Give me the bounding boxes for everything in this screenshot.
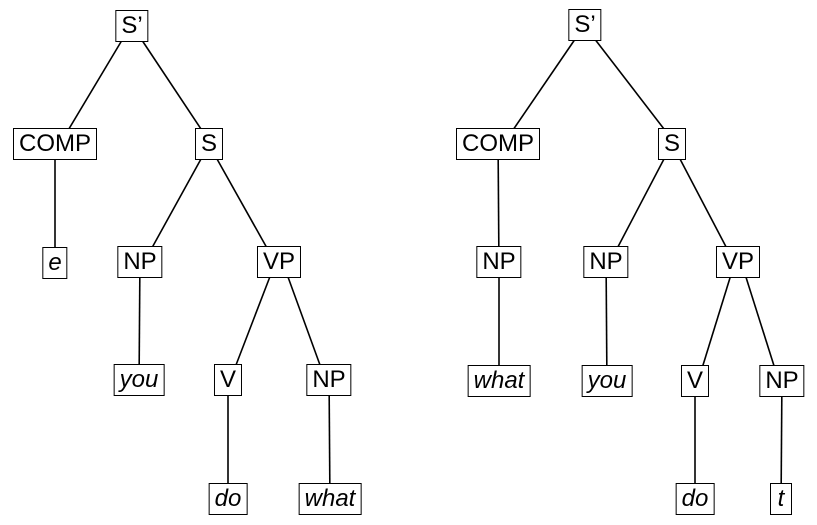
left-tree-node-np-obj: NP	[306, 364, 352, 396]
left-tree-edge-vp-v	[235, 276, 271, 366]
left-tree-node-np-subj: NP	[117, 246, 163, 278]
right-tree-node-np-subj: NP	[583, 246, 629, 278]
right-tree-node-np-comp: NP	[476, 246, 522, 278]
right-tree-node-comp: COMP	[456, 128, 540, 160]
left-tree-node-vp: VP	[256, 246, 302, 278]
left-tree-edge-s-bar-comp	[68, 40, 123, 130]
right-tree-node-s: S	[657, 128, 687, 160]
left-tree-node-v: V	[213, 364, 243, 396]
left-tree-node-do: do	[208, 483, 248, 515]
left-tree-node-you: you	[113, 364, 165, 396]
left-tree-edge-vp-np-obj	[287, 276, 321, 366]
right-tree-node-you: you	[581, 365, 633, 397]
right-tree-node-vp: VP	[715, 246, 761, 278]
right-tree-edge-s-np-subj	[617, 158, 665, 248]
left-tree-edge-s-vp	[216, 158, 268, 248]
right-tree-node-v: V	[680, 365, 710, 397]
right-tree-edge-vp-np-obj	[745, 276, 775, 367]
left-tree-node-e: e	[42, 247, 68, 279]
right-tree-node-t: t	[770, 483, 792, 515]
right-tree-edge-vp-v	[701, 276, 732, 367]
right-tree-edge-np-subj-you	[605, 276, 608, 367]
right-tree-edge-s-bar-s	[594, 39, 665, 130]
left-tree-node-comp: COMP	[13, 128, 97, 160]
right-tree-edge-s-bar-comp	[512, 39, 576, 130]
left-tree-edge-np-subj-you	[138, 276, 141, 366]
right-tree-node-what: what	[467, 365, 531, 397]
right-tree-node-do: do	[675, 483, 715, 515]
right-tree-node-s-bar: S’	[568, 9, 602, 41]
left-tree-edge-np-obj-what	[328, 394, 331, 485]
left-tree-node-what: what	[298, 483, 362, 515]
right-tree-edge-comp-np-comp	[497, 158, 500, 248]
left-tree-node-s: S	[194, 128, 224, 160]
right-tree-edge-np-obj-t	[780, 395, 783, 485]
left-tree-edge-s-np-subj	[151, 158, 202, 248]
right-tree-edge-s-vp	[679, 158, 727, 248]
left-tree-node-s-bar: S’	[115, 10, 149, 42]
right-tree-node-np-obj: NP	[759, 365, 805, 397]
left-tree-edge-s-bar-s	[141, 40, 202, 130]
